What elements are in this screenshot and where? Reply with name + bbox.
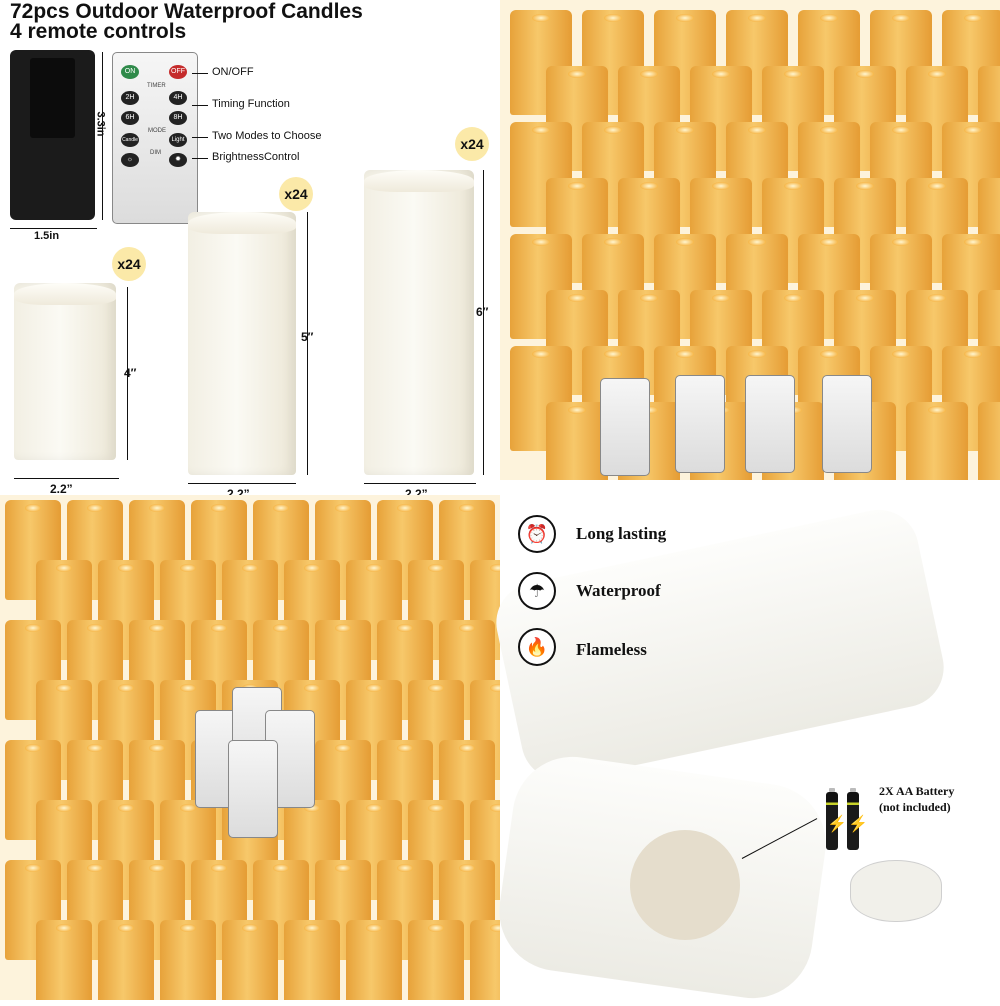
on-button[interactable]: ON: [121, 65, 139, 79]
timer-8h-button[interactable]: 8H: [169, 111, 187, 125]
battery-note-line-2: (not included): [879, 800, 951, 814]
title-line-1: 72pcs Outdoor Waterproof Candles: [10, 0, 363, 23]
callout-on-off: ON/OFF: [212, 66, 254, 78]
candle-6in: [364, 170, 474, 475]
receiver-height-label: 3.3in: [94, 111, 107, 137]
qty-badge-5in: x24: [279, 177, 313, 211]
callout-brightness: BrightnessControl: [212, 151, 300, 163]
mini-remote: [822, 375, 872, 473]
width-label-4in: 2.2”: [50, 482, 73, 496]
battery-note-line-1: 2X AA Battery: [879, 784, 955, 798]
qty-badge-4in: x24: [112, 247, 146, 281]
height-label-5in: 5″: [301, 330, 314, 344]
mini-remote: [600, 378, 650, 476]
battery-compartment: [630, 830, 740, 940]
bolt-icon: ⚡: [848, 816, 868, 833]
aa-battery-2: ⚡: [847, 788, 868, 850]
candle-4in: [14, 283, 116, 460]
lit-candle: [5, 620, 61, 720]
battery-cover: [850, 860, 942, 922]
lit-candle: [160, 920, 216, 1000]
light-mode-button[interactable]: Light: [169, 133, 187, 147]
height-label-4in: 4″: [124, 366, 137, 380]
umbrella-rain-icon: ☂: [518, 572, 556, 610]
off-button[interactable]: OFF: [169, 65, 187, 79]
mini-remote: [675, 375, 725, 473]
aa-battery-1: ⚡: [826, 788, 847, 850]
height-label-6in: 6″: [476, 305, 489, 319]
candle-5in: [188, 212, 296, 475]
title-line-2: 4 remote controls: [10, 20, 187, 43]
lit-candle: [36, 920, 92, 1000]
lit-candle: [284, 920, 340, 1000]
lit-candle: [470, 920, 500, 1000]
lit-candle: [546, 402, 608, 480]
dim-down-icon[interactable]: ☼: [121, 153, 139, 167]
qty-badge-6in: x24: [455, 127, 489, 161]
candle-product-image: [488, 502, 952, 788]
remote-control: ON OFF TIMER 2H 4H 6H 8H MODE Candle Lig…: [112, 52, 198, 224]
dim-up-icon[interactable]: ✹: [169, 153, 187, 167]
lit-candle: [98, 920, 154, 1000]
mini-remote: [745, 375, 795, 473]
feature-flameless: Flameless: [576, 640, 647, 659]
lit-candle: [346, 920, 402, 1000]
feature-long-lasting: Long lasting: [576, 524, 667, 543]
candle-mode-button[interactable]: Candle: [121, 133, 139, 147]
feature-waterproof: Waterproof: [576, 581, 661, 600]
timer-4h-button[interactable]: 4H: [169, 91, 187, 105]
lit-candle: [408, 920, 464, 1000]
dim-label: DIM: [150, 150, 161, 156]
timer-6h-button[interactable]: 6H: [121, 111, 139, 125]
lit-candle: [906, 402, 968, 480]
lit-candle: [978, 402, 1000, 480]
timer-label: TIMER: [147, 83, 166, 89]
lit-candle: [222, 920, 278, 1000]
alarm-clock-icon: ⏰: [518, 515, 556, 553]
mode-label: MODE: [148, 128, 166, 134]
receiver-width-label: 1.5in: [34, 230, 60, 242]
bolt-icon: ⚡: [827, 816, 847, 833]
no-flame-icon: 🔥: [518, 628, 556, 666]
timer-2h-button[interactable]: 2H: [121, 91, 139, 105]
lit-candles-photo-top: [500, 0, 1000, 480]
lit-candles-photo-bottom: [0, 495, 500, 1000]
lit-candle: [510, 122, 572, 227]
mini-remote: [228, 740, 278, 838]
ir-receiver: [10, 50, 95, 220]
callout-modes: Two Modes to Choose: [212, 130, 322, 142]
callout-timing: Timing Function: [212, 98, 290, 110]
